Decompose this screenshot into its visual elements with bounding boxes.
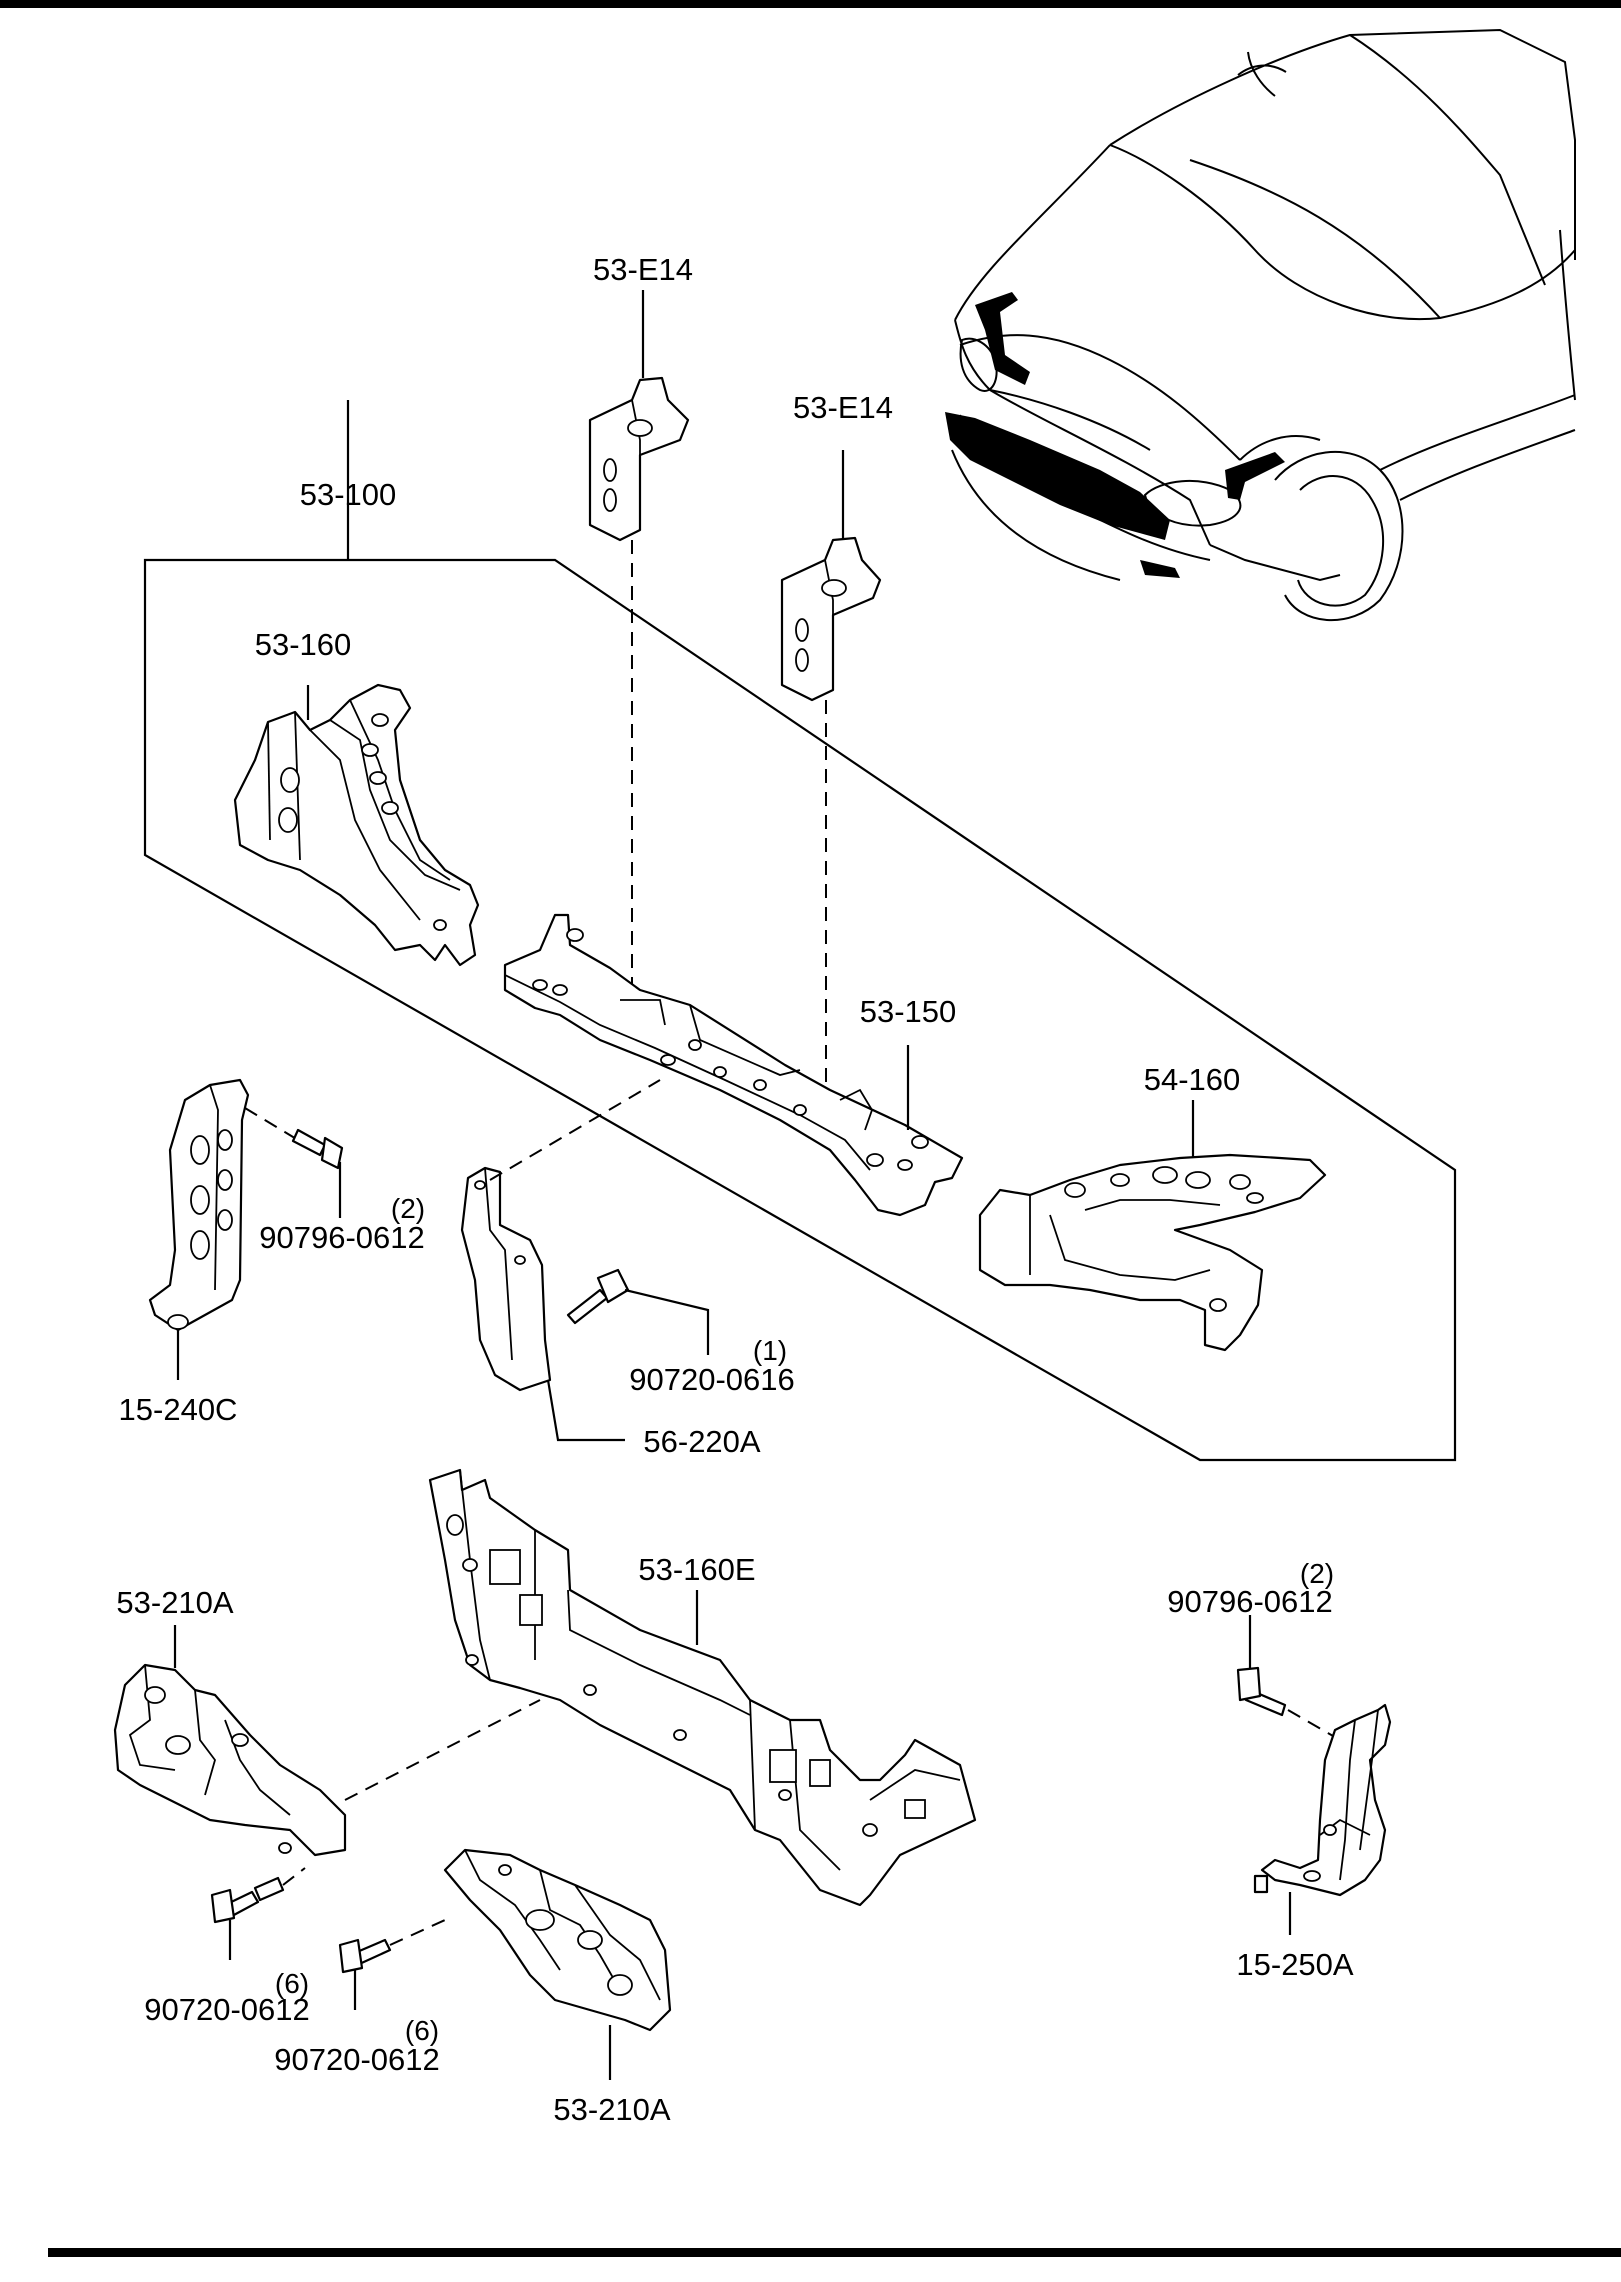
bottom-rule: [48, 2248, 1621, 2257]
label-bolt-center-part: 90720-0616: [629, 1362, 795, 1397]
bracket-upper-right-part: [780, 536, 882, 702]
leader-shield: [546, 1379, 625, 1442]
label-bolt-right-part: 90796-0612: [1167, 1584, 1333, 1619]
label-mount-left: 53-210A: [116, 1585, 234, 1620]
dash-bracket-left: [244, 1107, 299, 1141]
bracket-right-part: [1253, 1703, 1392, 1897]
bolt-lower-left-part: [210, 1876, 285, 1924]
label-bolt-center-qty: (1): [753, 1335, 787, 1366]
mount-bottom-part: [443, 1848, 672, 2032]
upper-member-part: [503, 913, 964, 1217]
label-upper-member: 53-150: [860, 994, 957, 1029]
apron-right-part: [978, 1153, 1327, 1352]
vehicle-locator-illustration: [945, 28, 1576, 621]
lower-panel-part: [428, 1468, 977, 1907]
label-bolt-left-qty: (2): [391, 1193, 425, 1224]
label-apron-left: 53-160: [255, 627, 352, 662]
label-bolt-lower-left-part: 90720-0612: [144, 1992, 310, 2027]
label-shield: 56-220A: [643, 1424, 761, 1459]
dash-mount-left: [344, 1699, 541, 1801]
leader-bolt-center: [624, 1288, 710, 1355]
bracket-upper-left-part: [588, 376, 690, 542]
bracket-left-part: [148, 1078, 250, 1332]
label-bolt-lower-mid-qty: (6): [405, 2015, 439, 2046]
label-bracket-right: 15-250A: [1236, 1947, 1354, 1982]
dash-bolt-lower-left: [282, 1867, 306, 1886]
dash-shield: [489, 1079, 661, 1181]
label-bolt-lower-mid-part: 90720-0612: [274, 2042, 440, 2077]
bolt-left-part: [291, 1128, 344, 1170]
bolt-center-part: [566, 1268, 630, 1325]
mount-left-part: [113, 1663, 347, 1857]
dash-bolt-lower-mid: [389, 1919, 446, 1946]
panel-assembly-outline: [143, 558, 1457, 1462]
label-lower-panel: 53-160E: [638, 1552, 755, 1587]
apron-left-part: [233, 683, 480, 967]
label-mount-bottom: 53-210A: [553, 2092, 671, 2127]
bolt-right-part: [1236, 1666, 1287, 1717]
dash-bolt-right: [1287, 1709, 1341, 1741]
label-bolt-lower-left-qty: (6): [275, 1968, 309, 1999]
shield-part: [460, 1166, 552, 1392]
label-bracket-upper-left: 53-E14: [593, 252, 693, 287]
top-rule: [0, 0, 1621, 8]
label-panel-assembly: 53-100: [300, 477, 397, 512]
label-bracket-left: 15-240C: [119, 1392, 238, 1427]
bolt-lower-mid-part: [338, 1938, 392, 1974]
label-apron-right: 54-160: [1144, 1062, 1241, 1097]
label-bracket-upper-right: 53-E14: [793, 390, 893, 425]
label-bolt-left-part: 90796-0612: [259, 1220, 425, 1255]
label-bolt-right-qty: (2): [1300, 1558, 1334, 1589]
